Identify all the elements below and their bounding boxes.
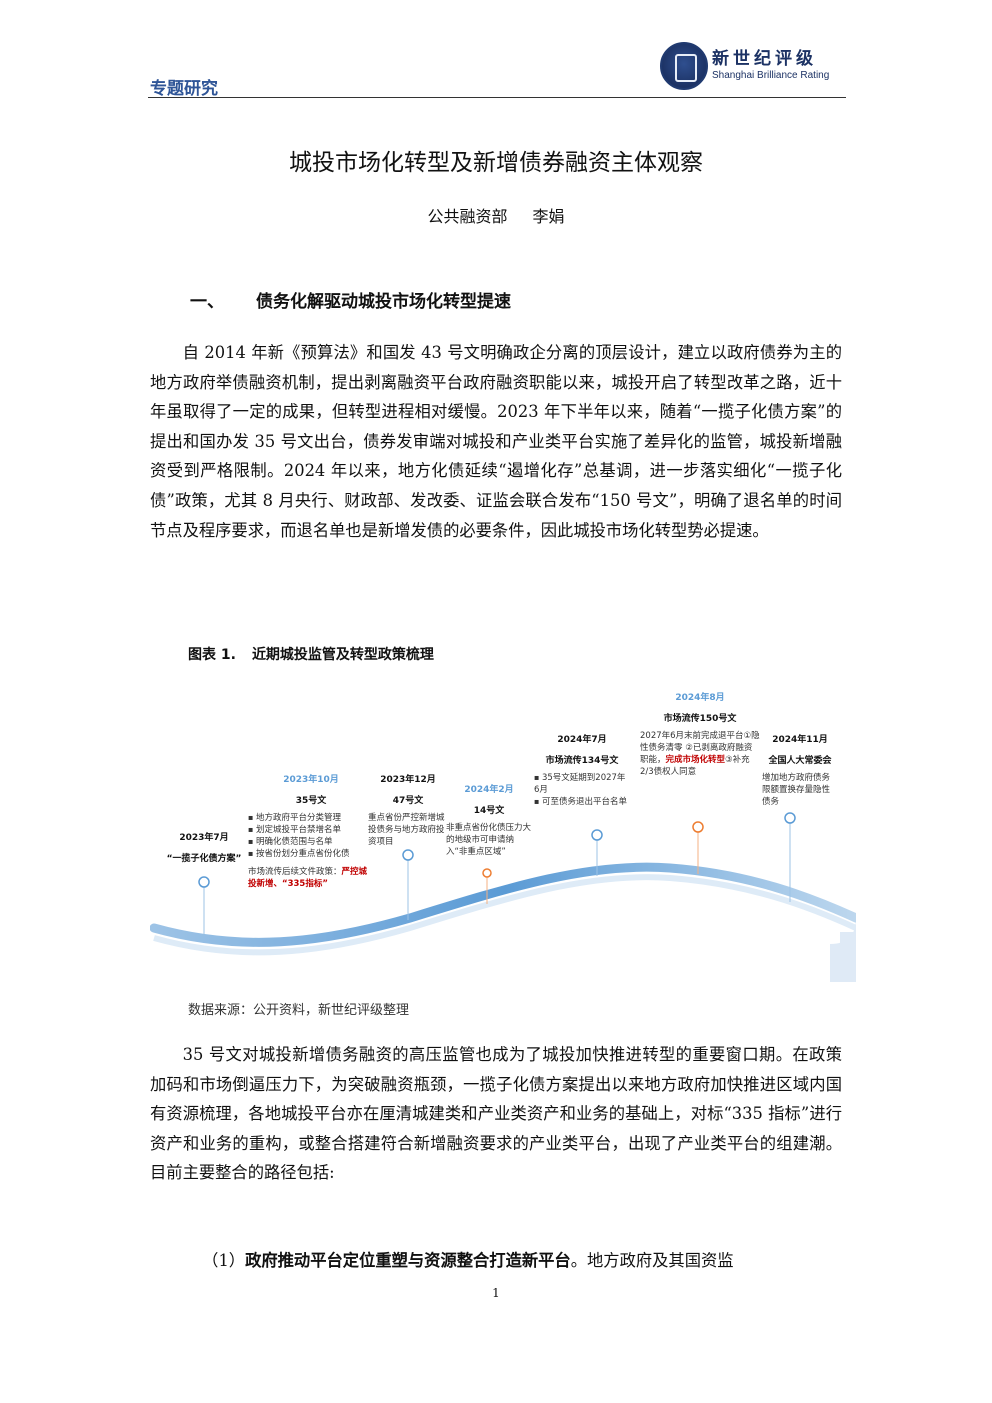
author-line: 公共融资部 李娟 bbox=[150, 203, 842, 227]
event-date: 2024年2月 bbox=[464, 785, 514, 795]
event-date: 2023年10月 bbox=[283, 775, 339, 785]
list-item: 按省份划分重点省份化债 bbox=[248, 848, 374, 860]
event-bullets: 35号文延期到2027年6月 可至债务退出平台名单 bbox=[534, 772, 630, 808]
figure-number: 图表 1. bbox=[188, 647, 236, 663]
event-desc: 增加地方政府债务限额置换存量隐性债务 bbox=[762, 773, 831, 807]
paragraph-3-bold: 政府推动平台定位重塑与资源整合打造新平台 bbox=[245, 1251, 571, 1270]
event-2023-12: 2023年12月 47号文 重点省份严控新增城投债务与地方政府投资项目 bbox=[368, 772, 448, 848]
author-name: 李娟 bbox=[532, 207, 565, 226]
logo-chinese-name: 新世纪评级 bbox=[712, 49, 817, 69]
event-date: 2024年7月 bbox=[557, 735, 607, 745]
header-divider bbox=[148, 97, 846, 98]
timeline-wave-shadow bbox=[153, 874, 856, 956]
paragraph-3-tail: 。地方政府及其国资监 bbox=[570, 1251, 734, 1270]
logo-emblem-icon bbox=[660, 42, 708, 90]
timeline-graphic bbox=[150, 812, 856, 982]
page-number: 1 bbox=[492, 1286, 500, 1300]
event-desc-text: 2027年6月末前完成退平台①隐性债务清零 ②已剥离政府融资职能， bbox=[640, 731, 760, 765]
event-name: 市场流传150号文 bbox=[663, 714, 737, 724]
event-2023-07: 2023年7月 “一揽子化债方案” bbox=[156, 830, 252, 864]
brand-logo: 新世纪评级 Shanghai Brilliance Rating bbox=[660, 40, 860, 90]
figure-source: 数据来源：公开资料，新世纪评级整理 bbox=[188, 1003, 410, 1018]
event-name: 35号文 bbox=[295, 796, 327, 806]
figure-caption: 图表 1. 近期城投监管及转型政策梳理 bbox=[188, 644, 434, 664]
logo-english-name: Shanghai Brilliance Rating bbox=[712, 70, 830, 81]
event-name: 全国人大常委会 bbox=[768, 756, 832, 766]
list-item: 明确化债范围与名单 bbox=[248, 836, 374, 848]
event-2024-07: 2024年7月 市场流传134号文 35号文延期到2027年6月 可至债务退出平… bbox=[534, 732, 630, 808]
event-desc: 2027年6月末前完成退平台①隐性债务清零 ②已剥离政府融资职能，完成市场化转型… bbox=[640, 730, 760, 778]
paragraph-2: 35 号文对城投新增债务融资的高压监管也成为了城投加快推进转型的重要窗口期。在政… bbox=[150, 1045, 842, 1183]
list-item: 地方政府平台分类管理 bbox=[248, 812, 374, 824]
event-2023-10: 2023年10月 35号文 地方政府平台分类管理 划定城投平台禁增名单 明确化债… bbox=[248, 772, 374, 890]
event-note: 市场流传后续文件政策：严控城投新增、“335指标” bbox=[248, 866, 374, 890]
header-section-label: 专题研究 bbox=[150, 79, 218, 99]
event-name: “一揽子化债方案” bbox=[166, 854, 242, 864]
list-item: 35号文延期到2027年6月 bbox=[534, 772, 630, 796]
event-name: 市场流传134号文 bbox=[545, 756, 619, 766]
event-2024-02: 2024年2月 14号文 非重点省份化债压力大的地级市可申请纳入“非重点区域” bbox=[446, 782, 532, 858]
section-number: 一、 bbox=[190, 292, 224, 312]
event-desc-tail: ③补充2/3债权人同意 bbox=[640, 755, 750, 777]
timeline-wave bbox=[150, 862, 856, 947]
figure-title: 近期城投监管及转型政策梳理 bbox=[251, 647, 434, 663]
event-date: 2023年12月 bbox=[380, 775, 436, 785]
timeline-markers bbox=[198, 812, 796, 934]
event-desc: 重点省份严控新增城投债务与地方政府投资项目 bbox=[368, 813, 445, 847]
event-2024-08: 2024年8月 市场流传150号文 2027年6月末前完成退平台①隐性债务清零 … bbox=[640, 690, 760, 778]
section-heading: 一、 债务化解驱动城投市场化转型提速 bbox=[190, 287, 511, 312]
event-bullets: 地方政府平台分类管理 划定城投平台禁增名单 明确化债范围与名单 按省份划分重点省… bbox=[248, 812, 374, 860]
paragraph-1: 自 2014 年新《预算法》和国发 43 号文明确政企分离的顶层设计，建立以政府… bbox=[150, 343, 842, 540]
paragraph-3: （1）政府推动平台定位重塑与资源整合打造新平台。地方政府及其国资监 bbox=[150, 1246, 842, 1276]
event-date: 2024年8月 bbox=[675, 693, 725, 703]
event-desc-highlight: 完成市场化转型 bbox=[665, 755, 726, 765]
document-title: 城投市场化转型及新增债券融资主体观察 bbox=[289, 150, 703, 176]
event-desc: 非重点省份化债压力大的地级市可申请纳入“非重点区域” bbox=[446, 823, 532, 857]
paragraph-3-label: （1） bbox=[202, 1251, 246, 1270]
list-item: 划定城投平台禁增名单 bbox=[248, 824, 374, 836]
policy-timeline-figure: 2023年7月 “一揽子化债方案” 2023年10月 35号文 地方政府平台分类… bbox=[150, 682, 856, 982]
event-2024-11: 2024年11月 全国人大常委会 增加地方政府债务限额置换存量隐性债务 bbox=[762, 732, 838, 808]
event-note-highlight: 严控城投新增、“335指标” bbox=[248, 867, 368, 889]
event-note-text: 市场流传后续文件政策： bbox=[248, 867, 342, 877]
section-title: 债务化解驱动城投市场化转型提速 bbox=[256, 292, 511, 312]
list-item: 可至债务退出平台名单 bbox=[534, 796, 630, 808]
event-name: 14号文 bbox=[473, 806, 505, 816]
event-name: 47号文 bbox=[392, 796, 424, 806]
department: 公共融资部 bbox=[427, 207, 508, 226]
event-date: 2023年7月 bbox=[179, 833, 229, 843]
event-date: 2024年11月 bbox=[772, 735, 828, 745]
